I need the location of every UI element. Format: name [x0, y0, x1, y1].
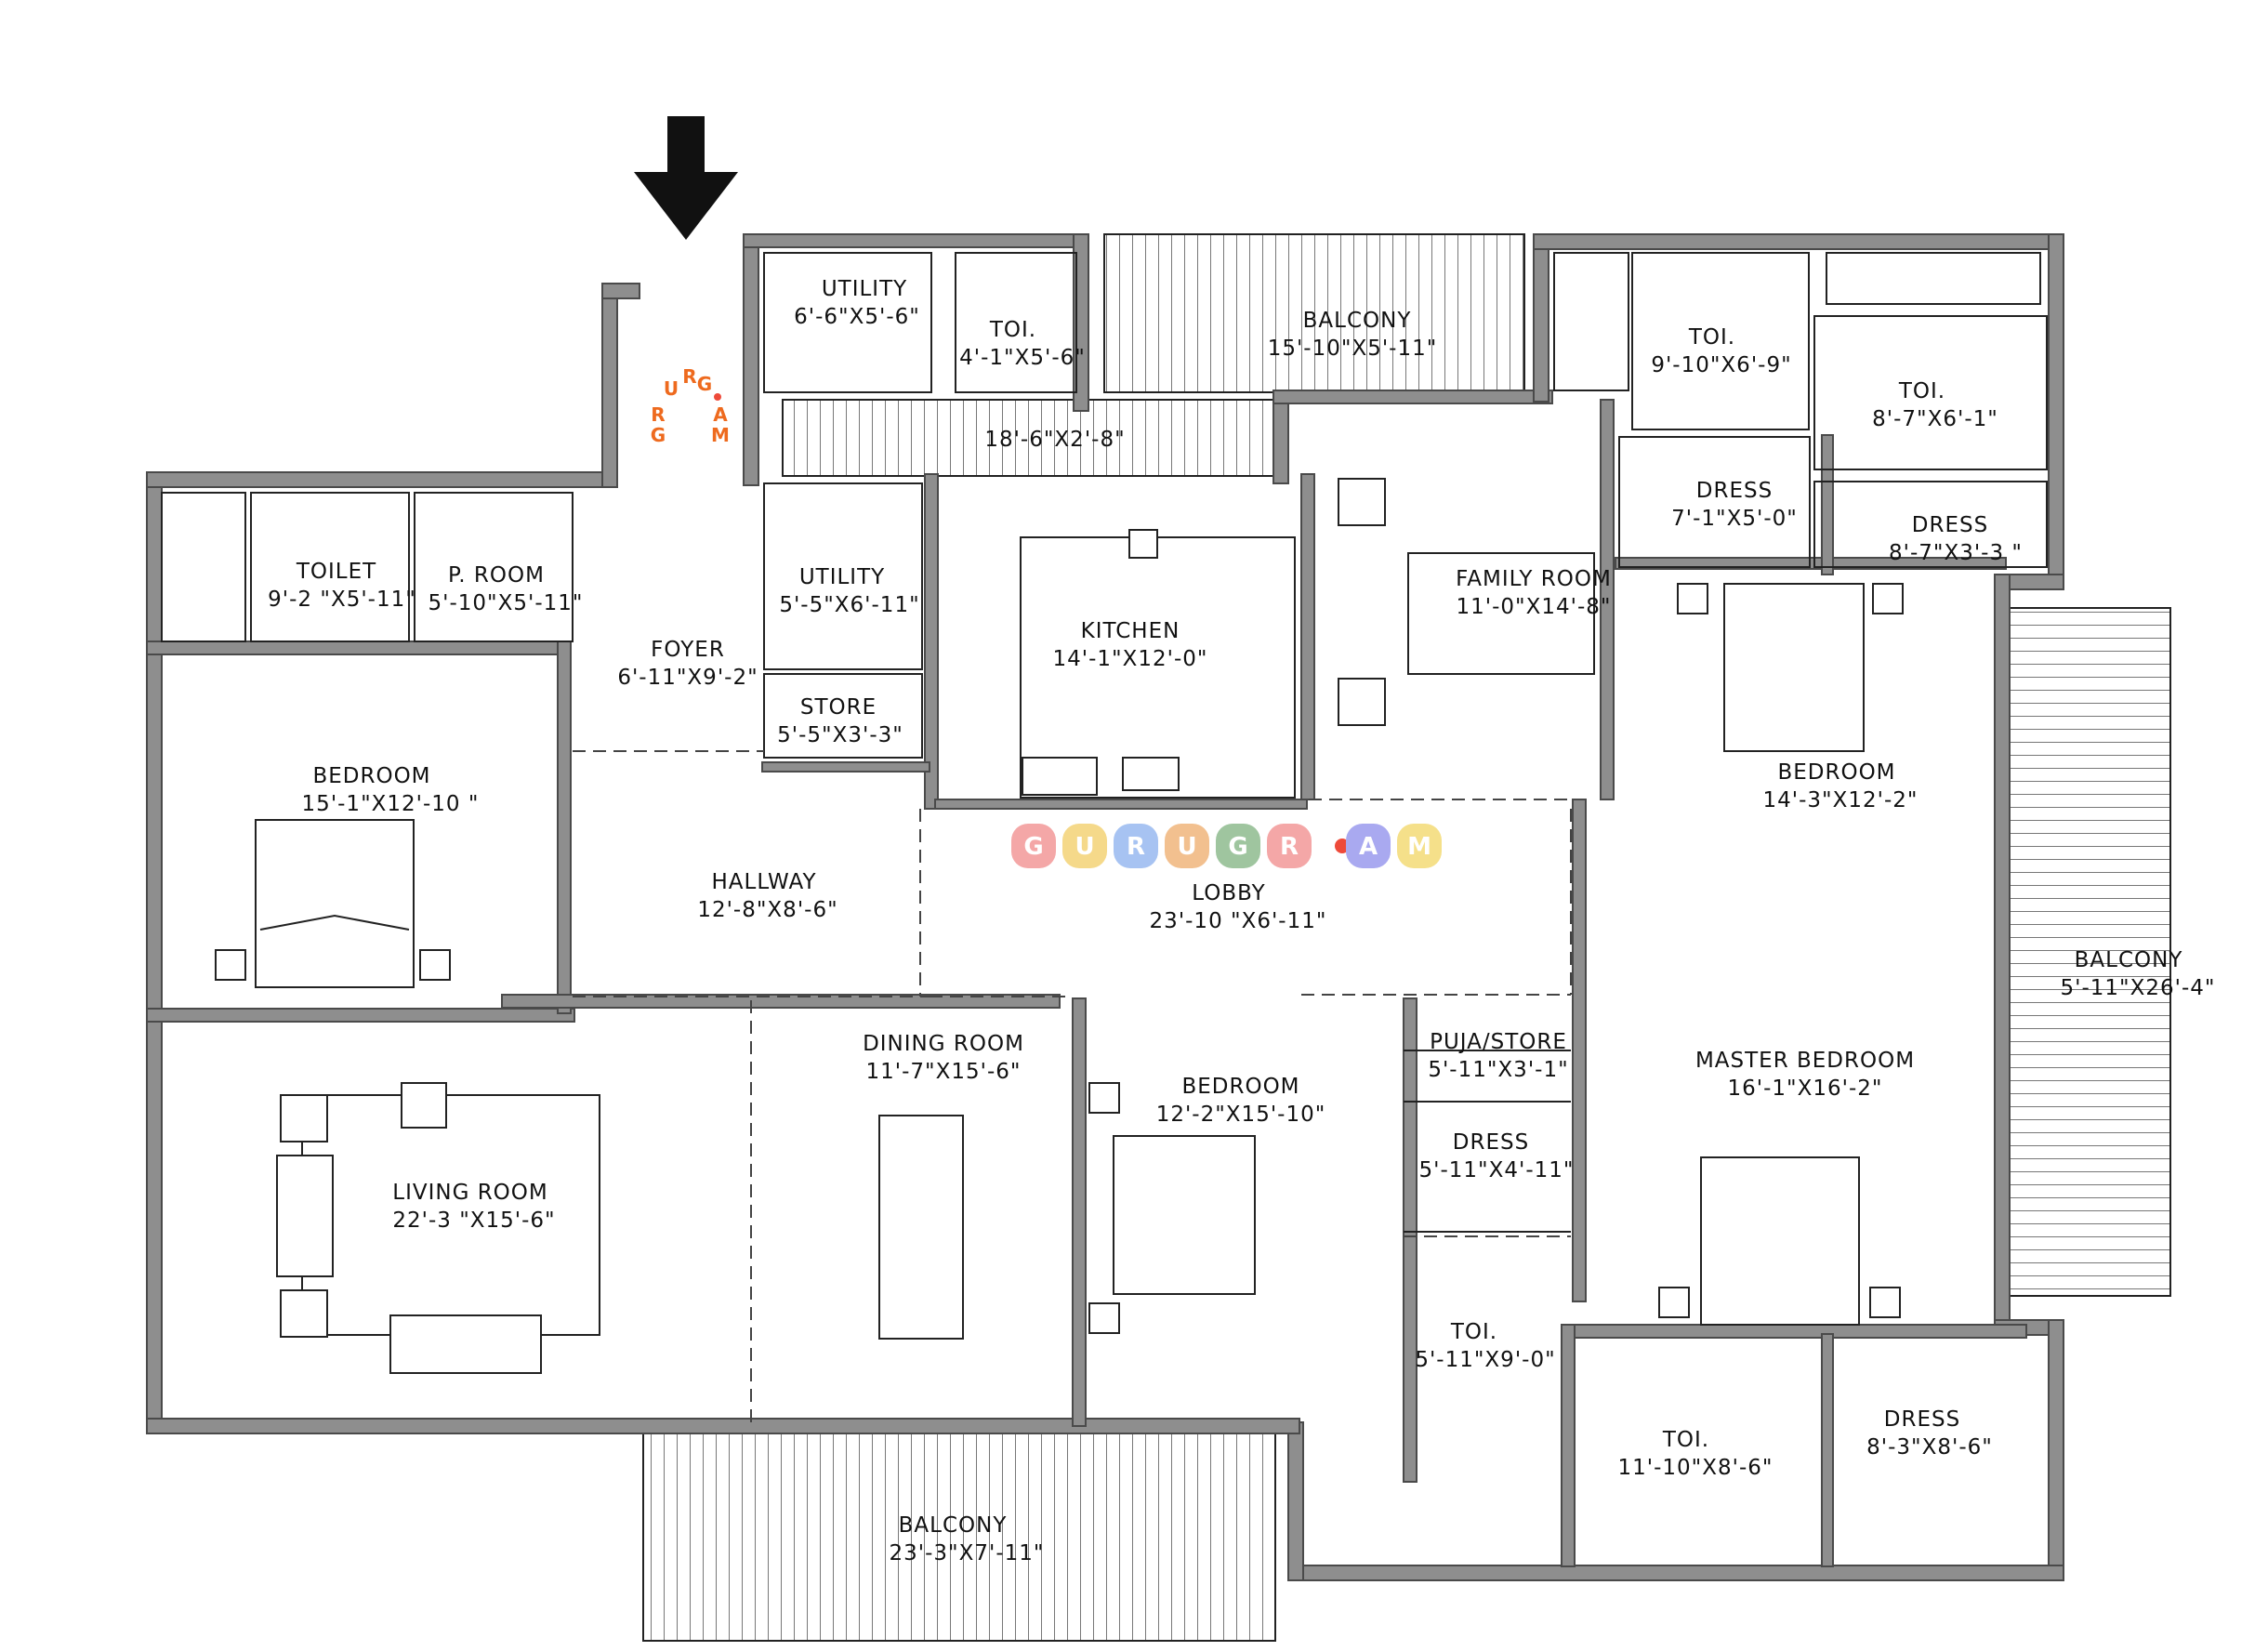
room-name: DRESS: [1912, 513, 1988, 537]
room-size: 9'-10"X6'-9": [1651, 353, 1791, 377]
passage-hatch: [782, 399, 1286, 477]
room-size: 18'-6"X2'-8": [984, 428, 1125, 452]
watermark-letter: U: [1177, 833, 1196, 861]
logo-letter: G: [697, 373, 712, 395]
watermark-letter: R: [1127, 833, 1145, 861]
furniture: [215, 478, 1904, 1374]
room-name: LOBBY: [1192, 881, 1265, 905]
balcony-bottom-hatch: [642, 1431, 1276, 1642]
room-labels: UTILITY 6'-6"X5'-6" TOI. 4'-1"X5'-6" BAL…: [268, 277, 2216, 1565]
room-name: DRESS: [1884, 1407, 1960, 1432]
room-name: DINING ROOM: [863, 1032, 1024, 1056]
logo-letter: G: [651, 424, 666, 446]
room-name: LIVING ROOM: [392, 1181, 548, 1205]
room-size: 9'-2 "X5'-11": [268, 588, 416, 612]
watermark-badge: [1397, 824, 1442, 868]
room-name: TOI.: [1662, 1428, 1709, 1452]
room-size: 11'-7"X15'-6": [866, 1060, 1022, 1084]
room-size: 11'-10"X8'-6": [1618, 1456, 1774, 1480]
room-size: 5'-11"X9'-0": [1415, 1348, 1555, 1372]
room-size: 12'-2"X15'-10": [1156, 1103, 1326, 1127]
room-size: 6'-11"X9'-2": [617, 666, 758, 690]
room-name: MASTER BEDROOM: [1695, 1049, 1915, 1073]
room-size: 4'-1"X5'-6": [959, 346, 1086, 370]
room-size: 7'-1"X5'-0": [1671, 507, 1798, 531]
room-size: 23'-3"X7'-11": [890, 1541, 1045, 1565]
watermark-badge: [1267, 824, 1312, 868]
room-size: 12'-8"X8'-6": [697, 898, 837, 922]
logo-letter: M: [711, 424, 730, 446]
room-name: DRESS: [1696, 479, 1773, 503]
room-name: TOI.: [1450, 1320, 1497, 1344]
logo-letter: R: [651, 403, 665, 426]
room-size: 8'-7"X6'-1": [1872, 407, 1998, 431]
room-size: 6'-6"X5'-6": [794, 305, 920, 329]
room-name: P. ROOM: [448, 563, 545, 588]
room-size: 14'-1"X12'-0": [1053, 647, 1208, 671]
room-name: BALCONY: [2075, 948, 2183, 972]
room-name: TOILET: [296, 560, 376, 584]
room-size: 5'-11"X26'-4": [2061, 976, 2216, 1000]
watermark-letter: A: [1359, 833, 1378, 861]
room-name: BALCONY: [899, 1513, 1008, 1538]
room-name: FAMILY ROOM: [1456, 567, 1612, 591]
room-size: 23'-10 "X6'-11": [1150, 909, 1327, 933]
room-size: 5'-11"X4'-11": [1419, 1158, 1575, 1182]
room-name: BEDROOM: [1181, 1075, 1299, 1099]
room-name: BEDROOM: [1777, 760, 1895, 785]
room-name: KITCHEN: [1081, 619, 1180, 643]
room-size: 14'-3"X12'-2": [1763, 788, 1919, 812]
room-name: PUJA/STORE: [1430, 1030, 1567, 1054]
watermark-badge: [1062, 824, 1107, 868]
room-name: BEDROOM: [312, 764, 430, 788]
room-size: 8'-7"X3'-3 ": [1889, 541, 2023, 565]
watermark-badge: [1346, 824, 1391, 868]
room-name: TOI.: [989, 318, 1036, 342]
watermark-letter: U: [1075, 833, 1094, 861]
room-name: BALCONY: [1303, 309, 1412, 333]
room-size: 16'-1"X16'-2": [1728, 1076, 1883, 1101]
watermark-badge: [1011, 824, 1056, 868]
watermark-letter: G: [1228, 833, 1247, 861]
watermark-letter: R: [1280, 833, 1299, 861]
room-size: 5'-11"X3'-1": [1428, 1058, 1568, 1082]
watermark-letter: M: [1407, 833, 1431, 861]
room-name: UTILITY: [799, 565, 885, 589]
room-size: 8'-3"X8'-6": [1866, 1435, 1993, 1459]
room-size: 15'-10"X5'-11": [1268, 337, 1438, 361]
room-size: 5'-5"X3'-3": [777, 723, 903, 747]
room-name: DRESS: [1453, 1130, 1529, 1155]
room-size: 5'-5"X6'-11": [779, 593, 919, 617]
logo-letter: U: [664, 377, 679, 400]
room-name: TOI.: [1898, 379, 1945, 403]
room-size: 15'-1"X12'-10 ": [302, 792, 480, 816]
entry-arrow-icon: [634, 116, 738, 240]
room-size: 22'-3 "X15'-6": [392, 1209, 555, 1233]
room-name: UTILITY: [822, 277, 907, 301]
watermark-badge: [1216, 824, 1260, 868]
balcony-right-hatch: [2007, 607, 2171, 1297]
room-size: 5'-10"X5'-11": [429, 591, 584, 615]
logo-letter: R: [682, 365, 696, 388]
room-name: HALLWAY: [711, 870, 816, 894]
room-name: FOYER: [651, 638, 725, 662]
watermark-badge: [1165, 824, 1209, 868]
room-name: STORE: [800, 695, 877, 720]
watermark-badge: [1114, 824, 1158, 868]
balcony-top-hatch: [1103, 233, 1525, 393]
room-size: 11'-0"X14'-8": [1457, 595, 1612, 619]
partitions: [161, 252, 2048, 1426]
watermark-letter: G: [1023, 833, 1043, 861]
entry-logo: R U R G A M G U: [651, 365, 730, 446]
logo-letter: A: [713, 403, 728, 426]
room-name: TOI.: [1688, 325, 1735, 350]
logo-dot: [714, 393, 721, 401]
